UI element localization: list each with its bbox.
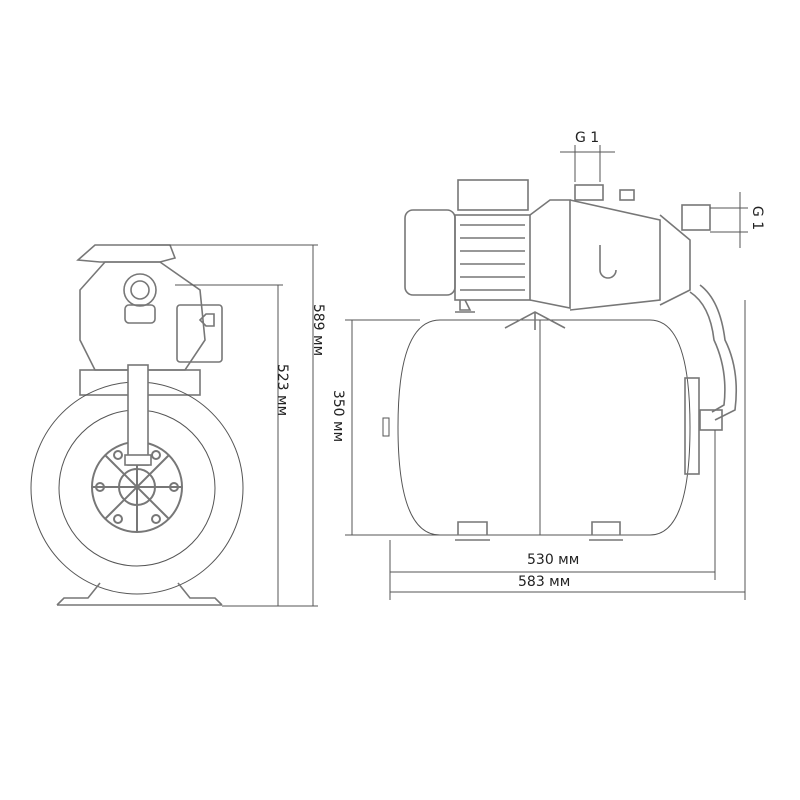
base-feet: [56, 582, 223, 606]
pipe-front: [124, 364, 152, 466]
pump-height-label: 523 мм: [274, 363, 291, 417]
side-view: [345, 145, 748, 600]
overall-height-label: 589 мм: [310, 303, 327, 357]
tank-feet: [455, 521, 623, 541]
overall-length-label: 583 мм: [518, 574, 571, 590]
tank-side: [397, 319, 691, 536]
pump-side: [404, 179, 711, 330]
inlet-thread-label: G 1: [575, 130, 600, 146]
pump-head-front: [76, 244, 223, 396]
front-view: [30, 244, 318, 607]
tank-flange-hub: [91, 441, 183, 533]
tank-flange: [684, 377, 700, 475]
hose: [689, 284, 738, 431]
outlet-thread-label: G 1: [749, 205, 766, 231]
tank-diameter-label: 350 мм: [330, 389, 347, 443]
tank-length-label: 530 мм: [527, 552, 580, 568]
